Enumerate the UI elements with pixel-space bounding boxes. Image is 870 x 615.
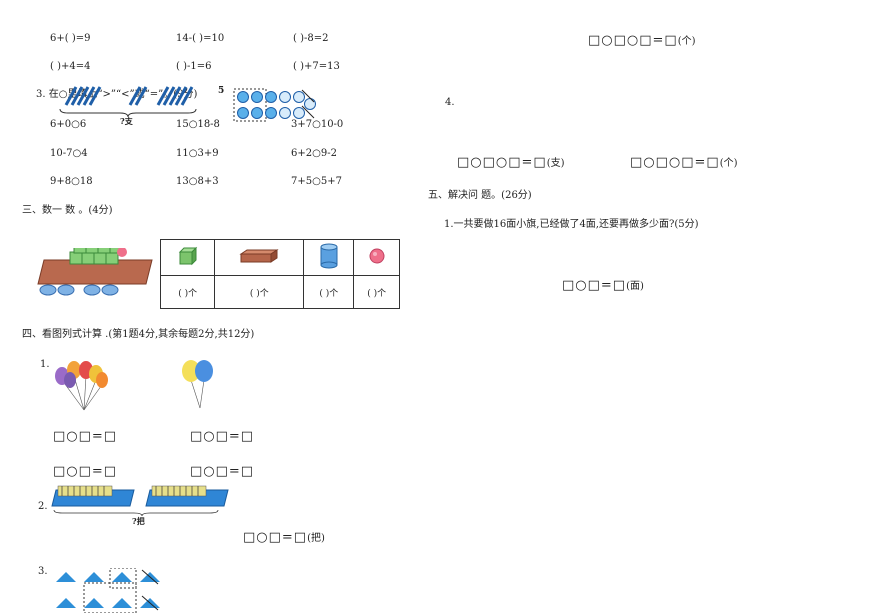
- section5-q1-eq: □○□=□(面): [562, 278, 644, 294]
- compare-3: 3+7○10-0: [291, 119, 344, 130]
- q3-unit: (个): [677, 36, 696, 47]
- balloons-two-image: [182, 360, 213, 409]
- q4-eq-right: □○□○□=□(个): [630, 155, 738, 171]
- pencil-bundle-image: [59, 86, 197, 118]
- compare-5: 11○3+9: [176, 148, 219, 159]
- compare-9: 7+5○5+7: [291, 176, 342, 187]
- shape-count-table: ( )个 ( )个 ( )个 ( )个: [159, 239, 400, 309]
- section4-title: 四、看图列式计算 .(第1题4分,其余每题2分,共12分): [22, 329, 255, 340]
- blank-eq-5: ( )-1=6: [176, 61, 212, 72]
- cube-cell: [159, 239, 216, 276]
- toothbrush-boxes-image: [51, 485, 229, 516]
- q2-brace-label: ?把: [132, 516, 145, 526]
- cuboid-cell: [214, 239, 305, 276]
- section3-title: 3. 在○里填上“>”“<”或“=”。(9分): [36, 89, 198, 100]
- section5-q1-unit: (面): [626, 281, 644, 292]
- q1-eq-1: □○□=□: [53, 429, 118, 444]
- q4-eq-left-text: □○□○□=□: [457, 155, 547, 170]
- circles-image: [233, 88, 316, 122]
- cuboid-icon: [239, 249, 279, 263]
- section5-title: 五、解决问 题。(26分): [428, 190, 532, 201]
- cube-icon: [178, 246, 197, 266]
- q1-label: 1.: [40, 359, 50, 370]
- pencil-brace-label: ?支: [120, 116, 133, 126]
- triangles-image: [56, 568, 160, 613]
- sphere-icon: [369, 248, 385, 264]
- pencil-top-number: 5: [218, 86, 225, 96]
- compare-6: 6+2○9-2: [291, 148, 337, 159]
- sphere-count[interactable]: ( )个: [353, 275, 400, 309]
- compare-2: 15○18-8: [176, 119, 220, 130]
- q2-eq-text: □○□=□: [243, 530, 308, 545]
- section-count-title: 三、数一 数 。(4分): [22, 205, 113, 216]
- q4-eq-left: □○□○□=□(支): [457, 155, 565, 171]
- q3-label: 3.: [38, 566, 48, 577]
- section5-q1: 1.一共要做16面小旗,已经做了4面,还要再做多少面?(5分): [444, 219, 699, 230]
- cylinder-cell: [303, 239, 355, 276]
- blank-eq-1: 6+( )=9: [50, 33, 91, 44]
- q4-label: 4.: [445, 97, 455, 108]
- q1-eq-3: □○□=□: [53, 464, 118, 479]
- q3-eq-text: □○□○□=□: [588, 33, 678, 48]
- cube-count[interactable]: ( )个: [159, 275, 216, 309]
- balloons-many-image: [55, 361, 108, 411]
- cylinder-icon: [320, 243, 338, 269]
- cuboid-count[interactable]: ( )个: [214, 275, 305, 309]
- q2-eq: □○□=□(把): [243, 530, 325, 546]
- q1-eq-2: □○□=□: [190, 429, 255, 444]
- block-train-image: [37, 248, 153, 296]
- q2-label: 2.: [38, 501, 48, 512]
- q4-eq-right-text: □○□○□=□: [630, 155, 720, 170]
- cylinder-count[interactable]: ( )个: [303, 275, 355, 309]
- q4-unit-left: (支): [546, 158, 565, 169]
- q3-eq: □○□○□=□(个): [588, 33, 696, 49]
- q2-unit: (把): [307, 533, 325, 544]
- sphere-cell: [353, 239, 400, 276]
- compare-4: 10-7○4: [50, 148, 88, 159]
- blank-eq-4: ( )+4=4: [50, 61, 91, 72]
- q1-eq-4: □○□=□: [190, 464, 255, 479]
- blank-eq-3: ( )-8=2: [293, 33, 329, 44]
- section5-q1-eq-text: □○□=□: [562, 278, 627, 293]
- compare-8: 13○8+3: [176, 176, 219, 187]
- compare-1: 6+0○6: [50, 119, 87, 130]
- q4-unit-right: (个): [719, 158, 738, 169]
- compare-7: 9+8○18: [50, 176, 93, 187]
- blank-eq-2: 14-( )=10: [176, 33, 225, 44]
- blank-eq-6: ( )+7=13: [293, 61, 340, 72]
